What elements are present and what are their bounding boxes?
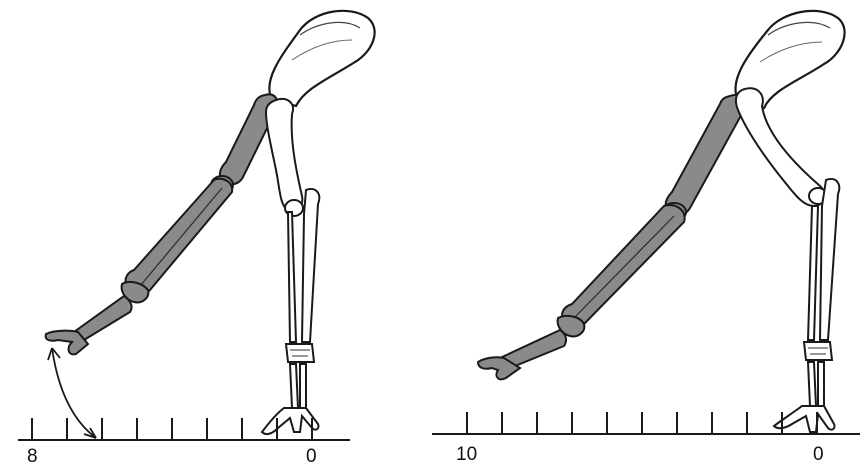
left-standing-humerus: [266, 99, 302, 211]
right-standing-digits: [774, 406, 835, 432]
right-standing-humerus: [736, 88, 824, 206]
left-extended-radius-ulna: [125, 179, 232, 295]
left-swing-arc-arrow: [48, 348, 96, 438]
right-standing-radius: [808, 206, 818, 340]
right-extended-humerus: [665, 95, 745, 217]
left-standing-digits: [262, 408, 319, 434]
left-standing-limb: [262, 99, 319, 434]
right-standing-limb: [736, 88, 839, 432]
right-panel: 10 0: [432, 11, 860, 465]
left-extended-metacarpus: [74, 296, 132, 341]
right-extended-limb: [478, 95, 745, 379]
right-scale-start-label: 10: [456, 444, 477, 465]
right-standing-ulna: [820, 179, 839, 340]
right-scale-end-label: 0: [813, 444, 824, 465]
left-scale-end-label: 0: [306, 446, 317, 467]
left-standing-carpus: [286, 344, 314, 362]
left-panel: 8 0: [18, 11, 375, 467]
left-standing-radius: [288, 212, 296, 342]
right-standing-metacarpus: [808, 362, 824, 406]
left-standing-metacarpus: [290, 364, 306, 408]
left-extended-limb: [46, 94, 278, 354]
right-standing-carpus: [804, 342, 832, 360]
left-scale-start-label: 8: [27, 446, 38, 467]
left-standing-ulna: [302, 189, 319, 342]
